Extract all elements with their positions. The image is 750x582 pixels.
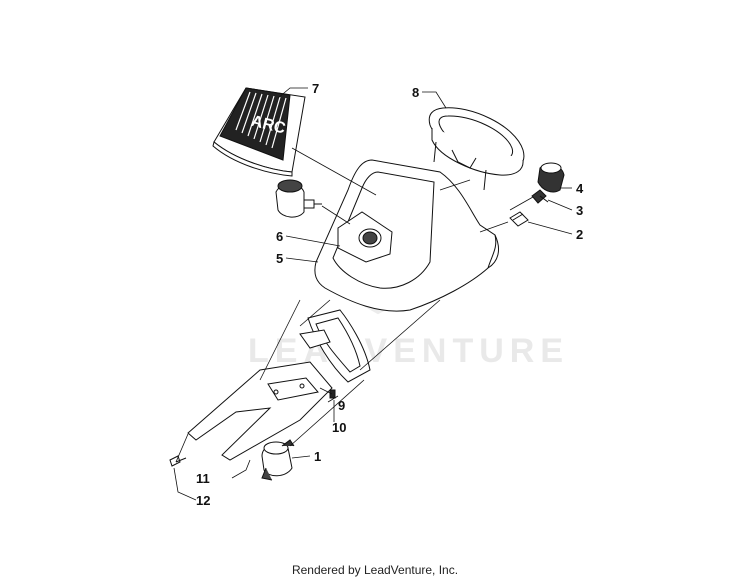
callouts: 1 2 3 4 5 6 7 8 9 10 11 12 <box>196 81 584 508</box>
footer-credit: Rendered by LeadVenture, Inc. <box>291 563 459 577</box>
callout-leaders <box>173 87 573 501</box>
callout-12: 12 <box>196 493 210 508</box>
callout-1: 1 <box>314 449 321 464</box>
connector-part <box>261 439 295 481</box>
washer-part <box>509 211 529 227</box>
decal-part: ARC <box>212 87 306 177</box>
callout-9: 9 <box>338 398 345 413</box>
callout-4: 4 <box>576 181 584 196</box>
key-part <box>531 189 549 204</box>
callout-5: 5 <box>276 251 283 266</box>
bezel-part <box>299 309 371 383</box>
gauge-part <box>428 107 525 191</box>
bracket-part <box>187 361 333 461</box>
switch-part <box>275 179 322 218</box>
callout-6: 6 <box>276 229 283 244</box>
callout-2: 2 <box>576 227 583 242</box>
callout-3: 3 <box>576 203 583 218</box>
callout-7: 7 <box>312 81 319 96</box>
callout-8: 8 <box>412 85 419 100</box>
cap-part <box>537 162 565 193</box>
leader-lines <box>175 147 534 463</box>
pin-part <box>329 389 336 399</box>
callout-10: 10 <box>332 420 346 435</box>
callout-11: 11 <box>196 471 210 486</box>
housing-part <box>314 159 499 312</box>
